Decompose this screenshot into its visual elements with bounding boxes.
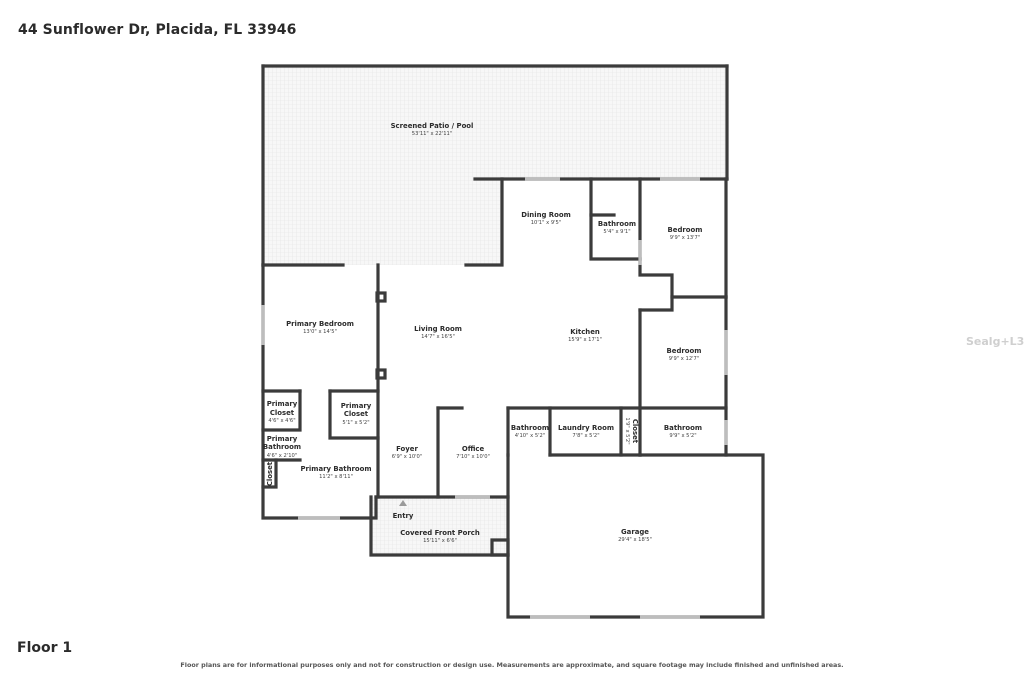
- entry-marker-icon: [399, 500, 407, 506]
- svg-text:Closet: Closet: [344, 410, 369, 418]
- room-label-entry: Entry: [393, 512, 414, 520]
- room-label-closet-left: Closet: [266, 461, 274, 486]
- svg-text:9'9" x 5'2": 9'9" x 5'2": [669, 433, 696, 439]
- room-label-bed-top: Bedroom 9'9" x 13'7": [668, 226, 703, 241]
- svg-text:Laundry Room: Laundry Room: [558, 424, 614, 432]
- svg-text:Covered Front Porch: Covered Front Porch: [400, 529, 480, 537]
- room-label-primary-bathroom: Primary Bathroom 11'2" x 8'11": [300, 465, 371, 480]
- room-label-primary-closet-left: Primary Closet 4'6" x 4'6": [267, 400, 298, 424]
- svg-text:Office: Office: [462, 445, 485, 453]
- svg-text:Bedroom: Bedroom: [667, 347, 702, 355]
- porch-floor: [371, 497, 508, 555]
- svg-text:4'6" x 2'10": 4'6" x 2'10": [267, 453, 298, 459]
- svg-text:Screened Patio / Pool: Screened Patio / Pool: [391, 122, 474, 130]
- svg-text:11'2" x 8'11": 11'2" x 8'11": [319, 474, 353, 480]
- svg-text:Garage: Garage: [621, 528, 649, 536]
- room-label-bath-top: Bathroom 5'4" x 9'1": [598, 220, 636, 235]
- svg-text:6'9" x 10'0": 6'9" x 10'0": [392, 454, 423, 460]
- svg-text:Living Room: Living Room: [414, 325, 462, 333]
- svg-text:5'4" x 9'1": 5'4" x 9'1": [603, 229, 630, 235]
- svg-text:9'9" x 13'7": 9'9" x 13'7": [670, 235, 701, 241]
- svg-text:9'9" x 12'7": 9'9" x 12'7": [669, 356, 700, 362]
- svg-text:1'9" x 5'2": 1'9" x 5'2": [624, 417, 630, 444]
- room-label-primary-bathroom-small: Primary Bathroom 4'6" x 2'10": [263, 435, 301, 459]
- svg-text:Closet: Closet: [631, 419, 639, 444]
- svg-text:14'7" x 16'5": 14'7" x 16'5": [421, 334, 455, 340]
- interior-walls: [261, 177, 729, 557]
- svg-text:Primary: Primary: [267, 435, 298, 443]
- room-label-garage: Garage 29'4" x 18'5": [618, 528, 652, 543]
- room-label-bath-mid: Bathroom 4'10" x 5'2": [511, 424, 549, 439]
- svg-text:Bathroom: Bathroom: [263, 443, 301, 451]
- svg-text:Kitchen: Kitchen: [570, 328, 600, 336]
- svg-text:Dining Room: Dining Room: [521, 211, 571, 219]
- svg-text:5'1" x 5'2": 5'1" x 5'2": [342, 420, 369, 426]
- svg-text:15'11" x 6'6": 15'11" x 6'6": [423, 538, 457, 544]
- svg-text:4'10" x 5'2": 4'10" x 5'2": [515, 433, 546, 439]
- svg-text:Closet: Closet: [270, 409, 295, 417]
- room-label-porch: Covered Front Porch 15'11" x 6'6": [400, 529, 480, 544]
- room-label-living: Living Room 14'7" x 16'5": [414, 325, 462, 340]
- windows: [261, 177, 728, 619]
- svg-text:Closet: Closet: [266, 461, 274, 486]
- svg-text:Bathroom: Bathroom: [598, 220, 636, 228]
- svg-text:7'8" x 5'2": 7'8" x 5'2": [572, 433, 599, 439]
- room-label-bath-right: Bathroom 9'9" x 5'2": [664, 424, 702, 439]
- svg-text:Primary: Primary: [267, 400, 298, 408]
- svg-text:Entry: Entry: [393, 512, 414, 520]
- svg-text:Primary Bathroom: Primary Bathroom: [300, 465, 371, 473]
- svg-text:13'0" x 14'5": 13'0" x 14'5": [303, 329, 337, 335]
- floor-label: Floor 1: [17, 640, 73, 656]
- svg-text:Bathroom: Bathroom: [511, 424, 549, 432]
- svg-text:Primary Bedroom: Primary Bedroom: [286, 320, 354, 328]
- disclaimer-text: Floor plans are for informational purpos…: [180, 661, 844, 669]
- room-label-primary-bedroom: Primary Bedroom 13'0" x 14'5": [286, 320, 354, 335]
- room-label-closet-small: Closet 1'9" x 5'2": [624, 417, 639, 444]
- patio-floor: [263, 66, 727, 265]
- svg-text:29'4" x 18'5": 29'4" x 18'5": [618, 537, 652, 543]
- room-label-foyer: Foyer 6'9" x 10'0": [392, 445, 423, 460]
- room-label-kitchen: Kitchen 15'9" x 17'1": [568, 328, 602, 343]
- svg-text:53'11" x 22'11": 53'11" x 22'11": [412, 131, 452, 137]
- room-label-patio: Screened Patio / Pool 53'11" x 22'11": [391, 122, 474, 137]
- room-label-primary-closet-right: Primary Closet 5'1" x 5'2": [341, 402, 372, 426]
- svg-text:Foyer: Foyer: [396, 445, 418, 453]
- watermark-logo: Sealg+L3: [966, 335, 1024, 348]
- room-label-dining: Dining Room 10'1" x 9'5": [521, 211, 571, 226]
- property-address: 44 Sunflower Dr, Placida, FL 33946: [18, 22, 297, 38]
- room-label-bed-mid: Bedroom 9'9" x 12'7": [667, 347, 702, 362]
- svg-text:7'10" x 10'0": 7'10" x 10'0": [456, 454, 490, 460]
- svg-text:4'6" x 4'6": 4'6" x 4'6": [268, 418, 295, 424]
- svg-text:10'1" x 9'5": 10'1" x 9'5": [531, 220, 562, 226]
- svg-text:15'9" x 17'1": 15'9" x 17'1": [568, 337, 602, 343]
- svg-text:Bathroom: Bathroom: [664, 424, 702, 432]
- svg-text:Bedroom: Bedroom: [668, 226, 703, 234]
- room-label-laundry: Laundry Room 7'8" x 5'2": [558, 424, 614, 439]
- svg-text:Primary: Primary: [341, 402, 372, 410]
- room-label-office: Office 7'10" x 10'0": [456, 445, 490, 460]
